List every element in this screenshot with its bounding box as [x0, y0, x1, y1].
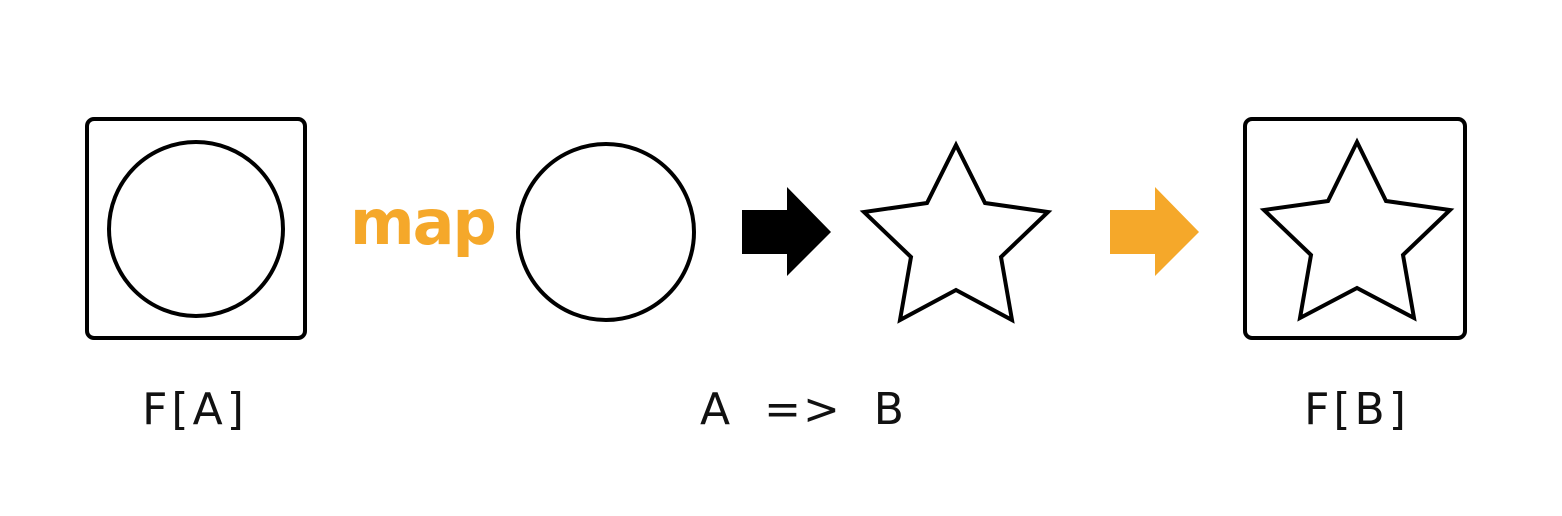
output-star-icon: [859, 140, 1053, 324]
map-arrow-icon: [1110, 187, 1199, 276]
source-container-box: [85, 117, 307, 340]
result-star-icon: [1259, 137, 1455, 322]
source-type-label: F[A]: [142, 384, 248, 435]
function-type-label: A => B: [700, 384, 906, 435]
result-type-label: F[B]: [1304, 384, 1410, 435]
map-label: map: [350, 186, 497, 259]
source-circle-icon: [107, 140, 285, 318]
input-circle-icon: [516, 142, 696, 322]
result-container-box: [1243, 117, 1467, 340]
function-arrow-icon: [742, 187, 831, 276]
